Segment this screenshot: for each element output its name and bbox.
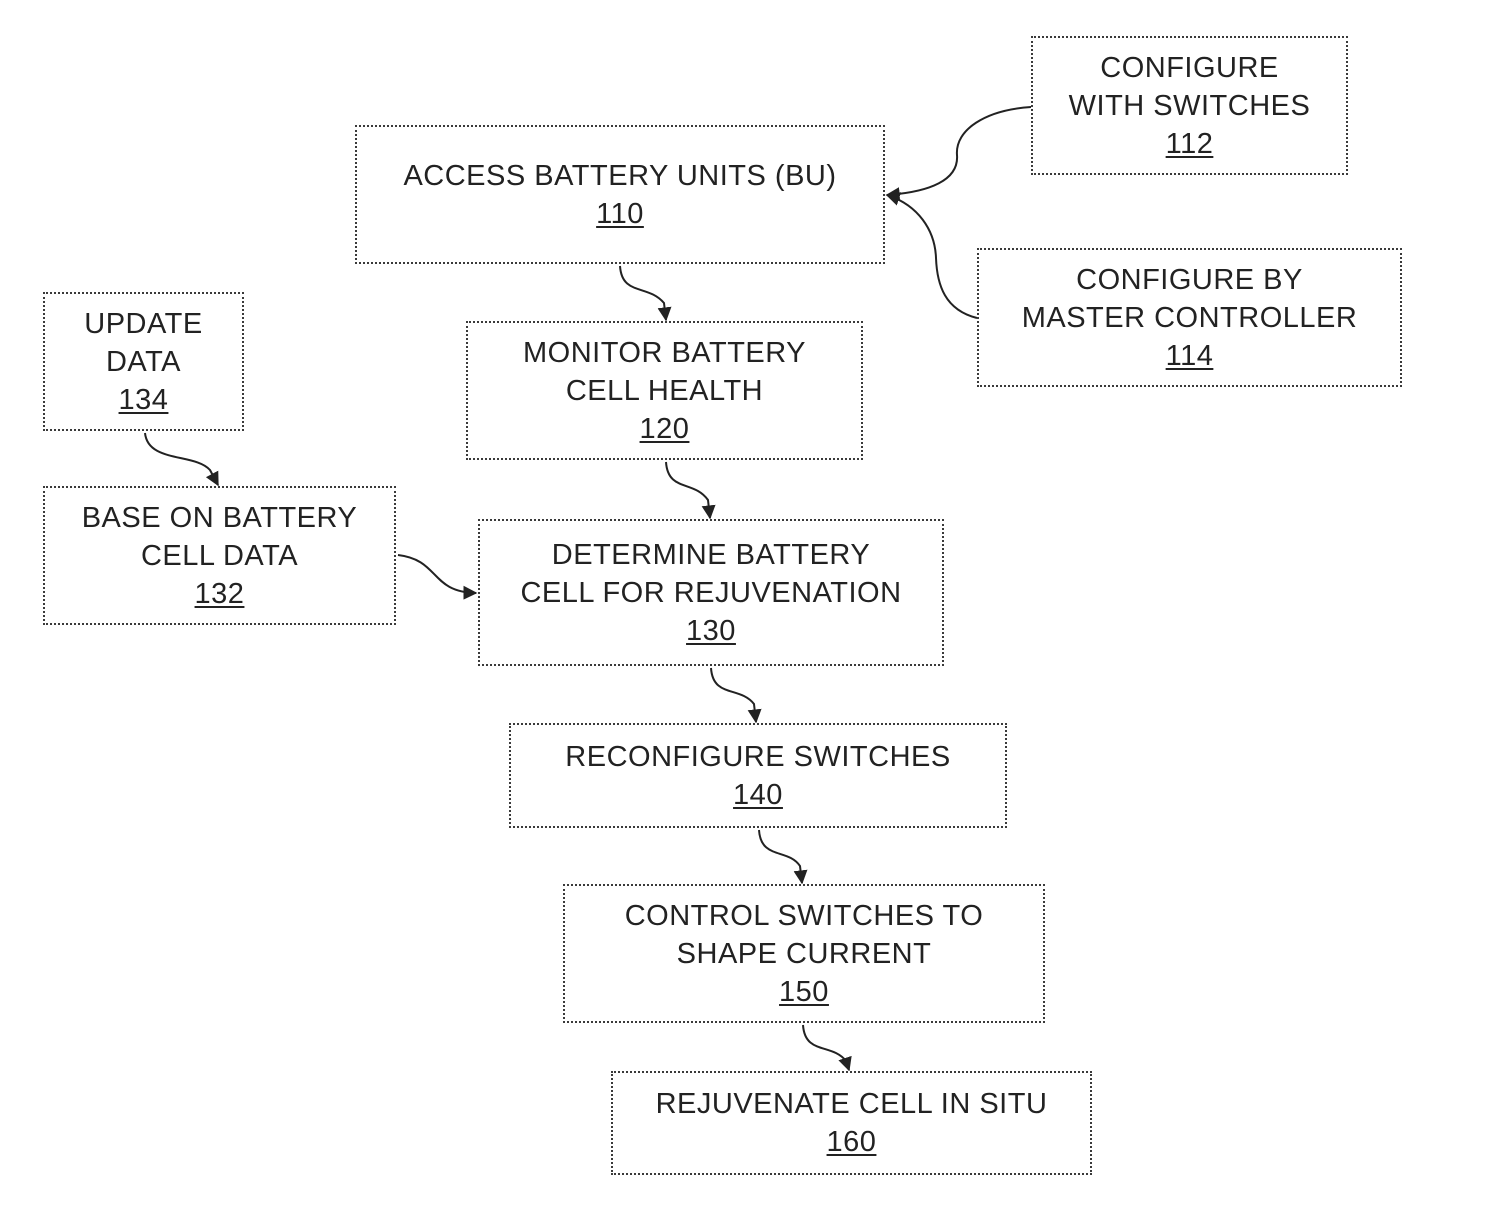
box-label-line: DATA: [106, 343, 181, 381]
arrow-configure_switches-to-access: [887, 107, 1031, 195]
reference-number: 120: [640, 410, 690, 448]
box-label-line: UPDATE: [84, 305, 202, 343]
box-label-line: MONITOR BATTERY: [523, 334, 806, 372]
access-battery-units-box: ACCESS BATTERY UNITS (BU) 110: [355, 125, 885, 264]
box-label-line: CELL DATA: [141, 537, 298, 575]
box-label-line: ACCESS BATTERY UNITS (BU): [403, 157, 836, 195]
box-label-line: DETERMINE BATTERY: [552, 536, 870, 574]
reference-number: 134: [119, 381, 169, 419]
reference-number: 130: [686, 612, 736, 650]
update-data-box: UPDATE DATA 134: [43, 292, 244, 431]
configure-with-switches-box: CONFIGURE WITH SWITCHES 112: [1031, 36, 1348, 175]
box-label-line: RECONFIGURE SWITCHES: [565, 738, 950, 776]
arrow-monitor-to-determine: [666, 462, 710, 518]
determine-battery-cell-box: DETERMINE BATTERY CELL FOR REJUVENATION …: [478, 519, 944, 666]
box-label-line: CONFIGURE: [1100, 49, 1279, 87]
reference-number: 160: [827, 1123, 877, 1161]
arrow-base-to-determine: [398, 555, 476, 593]
arrow-reconfigure-to-control: [759, 830, 802, 883]
reconfigure-switches-box: RECONFIGURE SWITCHES 140: [509, 723, 1007, 828]
reference-number: 150: [779, 973, 829, 1011]
box-label-line: SHAPE CURRENT: [677, 935, 932, 973]
box-label-line: CELL HEALTH: [566, 372, 763, 410]
reference-number: 140: [733, 776, 783, 814]
box-label-line: CONFIGURE BY: [1076, 261, 1303, 299]
arrow-access-to-monitor: [620, 266, 666, 320]
box-label-line: BASE ON BATTERY: [82, 499, 358, 537]
box-label-line: WITH SWITCHES: [1069, 87, 1311, 125]
rejuvenate-cell-box: REJUVENATE CELL IN SITU 160: [611, 1071, 1092, 1175]
arrow-control-to-rejuvenate: [803, 1025, 849, 1070]
reference-number: 112: [1166, 125, 1214, 163]
configure-by-master-controller-box: CONFIGURE BY MASTER CONTROLLER 114: [977, 248, 1402, 387]
reference-number: 114: [1166, 337, 1214, 375]
base-on-battery-cell-data-box: BASE ON BATTERY CELL DATA 132: [43, 486, 396, 625]
monitor-battery-cell-health-box: MONITOR BATTERY CELL HEALTH 120: [466, 321, 863, 460]
reference-number: 110: [596, 195, 644, 233]
arrow-determine-to-reconfigure: [711, 668, 756, 722]
box-label-line: CELL FOR REJUVENATION: [520, 574, 901, 612]
box-label-line: REJUVENATE CELL IN SITU: [656, 1085, 1048, 1123]
arrow-update-to-base: [145, 433, 218, 485]
box-label-line: CONTROL SWITCHES TO: [625, 897, 984, 935]
arrow-configure_master-to-access: [887, 195, 977, 318]
reference-number: 132: [195, 575, 245, 613]
box-label-line: MASTER CONTROLLER: [1022, 299, 1358, 337]
control-switches-box: CONTROL SWITCHES TO SHAPE CURRENT 150: [563, 884, 1045, 1023]
